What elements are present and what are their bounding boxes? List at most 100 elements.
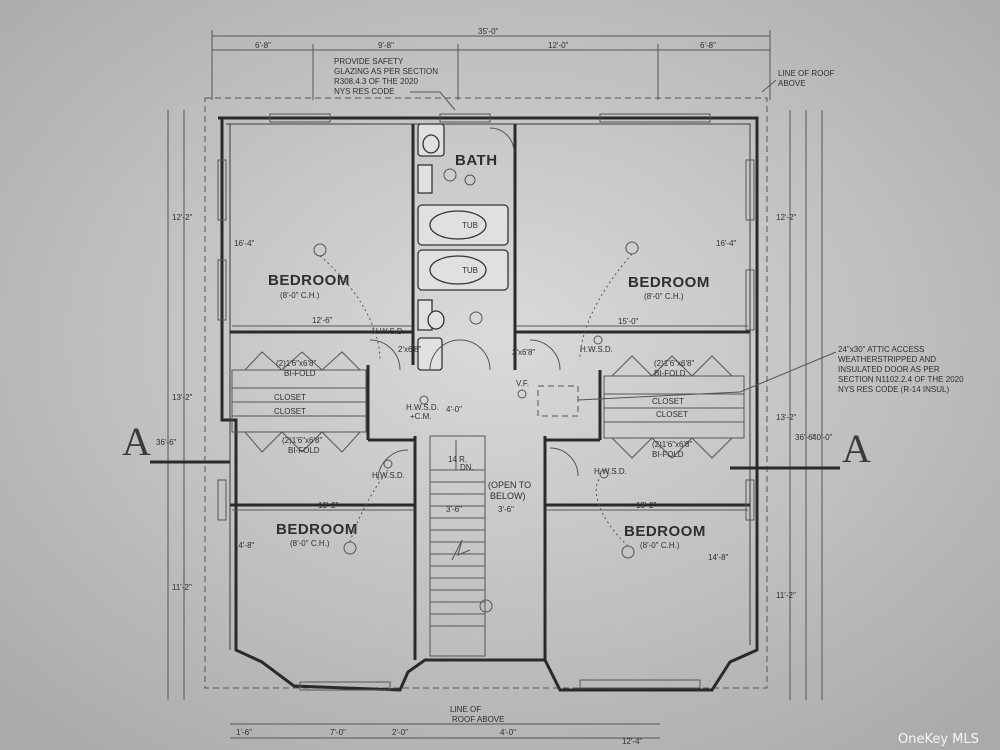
- bedroom-label-top-right: BEDROOM: [628, 274, 710, 291]
- bedroom-label-bottom-left: BEDROOM: [276, 521, 358, 538]
- hwsd-cm-1: H.W.S.D.: [406, 403, 439, 412]
- watermark: OneKey MLS: [898, 732, 979, 747]
- svg-text:4'-0": 4'-0": [446, 405, 462, 414]
- bifold-size-l1: (2)1'6"x6'8": [276, 359, 316, 368]
- tub-label-2: TUB: [462, 266, 478, 275]
- top-dimensions: 35'-0" 6'-8" 9'-8" 12'-0" 6'-8": [211, 27, 771, 100]
- interior-walls: [230, 124, 750, 660]
- bifold-size-l2: (2)1'6"x6'8": [282, 436, 322, 445]
- ch-top-left: (8'-0" C.H.): [280, 291, 320, 300]
- side-dimensions: 12'-2" 13'-2" 11'-2" 36'-6" 12'-2" 13'-2…: [156, 110, 833, 700]
- roof-line-note-top: LINE OF ROOF ABOVE: [761, 69, 835, 93]
- hwsd-cm-2: +C.M.: [410, 412, 432, 421]
- svg-text:40'-0": 40'-0": [812, 433, 833, 442]
- svg-text:12'-2": 12'-2": [776, 213, 797, 222]
- svg-text:16'-4": 16'-4": [716, 239, 737, 248]
- hwsd-4: H.W.S.D.: [594, 467, 627, 476]
- top-dim-2: 9'-8": [378, 41, 394, 50]
- toilet-mid: [427, 310, 445, 330]
- bedroom-label-bottom-right: BEDROOM: [624, 523, 706, 540]
- svg-text:ABOVE: ABOVE: [778, 79, 806, 88]
- open-to-below-1: (OPEN TO: [488, 480, 531, 490]
- stair-width-dim-2: 3'-6": [498, 505, 514, 514]
- bifold-label-l1: BI-FOLD: [284, 369, 316, 378]
- svg-text:13'-2": 13'-2": [172, 393, 193, 402]
- stair-down-label: DN.: [460, 463, 474, 472]
- ch-bottom-right: (8'-0" C.H.): [640, 541, 680, 550]
- svg-text:NYS RES CODE (R-14 INSUL): NYS RES CODE (R-14 INSUL): [838, 385, 949, 394]
- stair-riser-count: 14 R.: [448, 455, 467, 464]
- svg-text:WEATHERSTRIPPED AND: WEATHERSTRIPPED AND: [838, 355, 936, 364]
- svg-text:14'-8": 14'-8": [708, 553, 729, 562]
- closet-label-l1: CLOSET: [274, 393, 306, 402]
- svg-text:12'-6": 12'-6": [312, 316, 333, 325]
- svg-text:LINE OF ROOF: LINE OF ROOF: [778, 69, 835, 78]
- attic-access-note: 24"x30" ATTIC ACCESS WEATHERSTRIPPED AND…: [577, 345, 964, 401]
- svg-text:24"x30" ATTIC ACCESS: 24"x30" ATTIC ACCESS: [838, 345, 924, 354]
- svg-text:R308.4.3 OF THE 2020: R308.4.3 OF THE 2020: [334, 77, 418, 86]
- door-dim-1: 2'x6'8": [398, 345, 421, 354]
- svg-text:GLAZING AS PER SECTION: GLAZING AS PER SECTION: [334, 67, 438, 76]
- svg-text:SECTION N1102.2.4 OF THE 2020: SECTION N1102.2.4 OF THE 2020: [838, 375, 964, 384]
- safety-glazing-note: PROVIDE SAFETY GLAZING AS PER SECTION R3…: [334, 57, 456, 111]
- room-labels: BEDROOM (8'-0" C.H.) BEDROOM (8'-0" C.H.…: [268, 272, 710, 550]
- roof-line-outline: [204, 97, 768, 689]
- svg-text:12'-2": 12'-2": [172, 213, 193, 222]
- hwsd-1: H.W.S.D.: [372, 327, 405, 336]
- svg-text:PROVIDE SAFETY: PROVIDE SAFETY: [334, 57, 404, 66]
- svg-text:11'-2": 11'-2": [172, 583, 192, 592]
- door-dim-2: 2'x6'8": [512, 348, 535, 357]
- bedroom-label-top-left: BEDROOM: [268, 272, 350, 289]
- exterior-walls: [218, 116, 759, 692]
- hwsd-2: H.W.S.D.: [580, 345, 613, 354]
- svg-text:11'-2": 11'-2": [776, 591, 796, 600]
- overall-width-dim: 35'-0": [478, 27, 499, 36]
- svg-text:ROOF ABOVE: ROOF ABOVE: [452, 715, 504, 724]
- vent-fan-label: V.F.: [516, 379, 529, 388]
- svg-text:1'-6": 1'-6": [236, 728, 252, 737]
- svg-text:36'-6": 36'-6": [156, 438, 177, 447]
- svg-text:13'-2": 13'-2": [636, 501, 657, 510]
- hwsd-3: H.W.S.D.: [372, 471, 405, 480]
- svg-text:16'-4": 16'-4": [234, 239, 255, 248]
- stair-width-dim: 3'-6": [446, 505, 462, 514]
- top-dim-3: 12'-0": [548, 41, 569, 50]
- svg-text:12'-4": 12'-4": [622, 737, 643, 746]
- svg-text:7'-0": 7'-0": [330, 728, 346, 737]
- section-markers: A A: [122, 419, 871, 471]
- stair: 14 R. DN. (OPEN TO BELOW) 3'-6" 3'-6": [429, 435, 531, 657]
- bifold-size-r1: (2)1'6"x6'8": [654, 359, 694, 368]
- section-marker-right: A: [842, 426, 871, 471]
- vanity-top: [417, 164, 433, 194]
- svg-text:13'-2": 13'-2": [776, 413, 797, 422]
- svg-text:4'-0": 4'-0": [500, 728, 516, 737]
- roof-line-note-bottom: LINE OF ROOF ABOVE: [450, 705, 504, 724]
- svg-text:INSULATED DOOR AS PER: INSULATED DOOR AS PER: [838, 365, 940, 374]
- ch-top-right: (8'-0" C.H.): [644, 292, 684, 301]
- bath-label: BATH: [455, 152, 498, 169]
- top-dim-1: 6'-8": [255, 41, 271, 50]
- closet-label-l2: CLOSET: [274, 407, 306, 416]
- top-dim-4: 6'-8": [700, 41, 716, 50]
- svg-text:NYS RES CODE: NYS RES CODE: [334, 87, 394, 96]
- smoke-detectors: H.W.S.D. H.W.S.D. H.W.S.D. +C.M. H.W.S.D…: [313, 241, 639, 613]
- svg-text:LINE OF: LINE OF: [450, 705, 481, 714]
- closet-label-r1: CLOSET: [652, 397, 684, 406]
- open-to-below-2: BELOW): [490, 491, 526, 501]
- svg-text:14'-8": 14'-8": [234, 541, 255, 550]
- section-marker-left: A: [122, 419, 151, 464]
- interior-dimensions: 12'-6" 15'-0" 13'-2" 13'-2" 4'-0" 16'-4"…: [232, 239, 748, 562]
- door-swings: 2'x6'8" 2'x6'8": [369, 127, 579, 481]
- svg-text:13'-2": 13'-2": [318, 501, 339, 510]
- closets-right: CLOSET CLOSET (2)1'6"x6'8" BI-FOLD (2)1'…: [603, 355, 745, 459]
- svg-text:15'-0": 15'-0": [618, 317, 639, 326]
- closets-left: CLOSET CLOSET (2)1'6"x6'8" BI-FOLD (2)1'…: [231, 351, 367, 455]
- bifold-label-r1: BI-FOLD: [654, 369, 686, 378]
- ch-bottom-left: (8'-0" C.H.): [290, 539, 330, 548]
- bifold-size-r2: (2)1'6"x6'8": [652, 440, 692, 449]
- svg-text:36'-6": 36'-6": [795, 433, 816, 442]
- bifold-label-l2: BI-FOLD: [288, 446, 320, 455]
- attic-access: [537, 385, 579, 417]
- svg-text:2'-0": 2'-0": [392, 728, 408, 737]
